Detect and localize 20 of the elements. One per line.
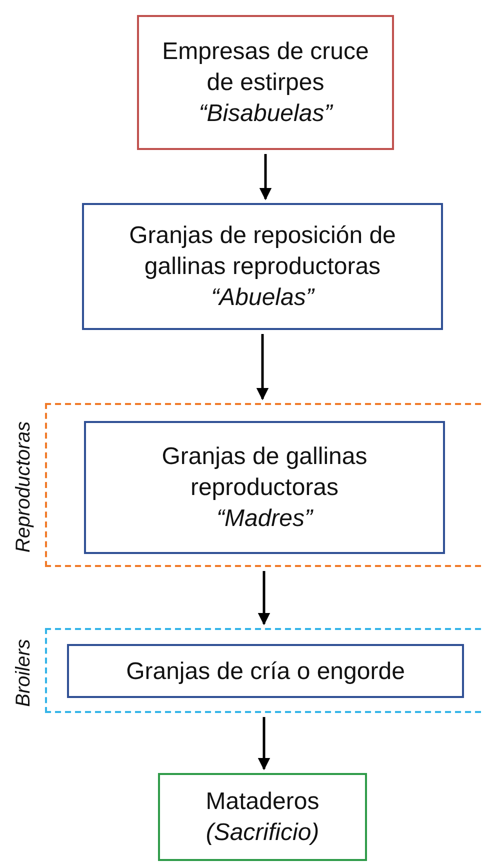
arrow [256,334,269,400]
arrow [259,154,272,200]
box-subtitle: “Abuelas” [211,283,314,313]
arrow [258,571,270,626]
box-title: Empresas de cruce de estirpes [161,37,370,98]
process-box [82,203,443,330]
box-subtitle: “Madres” [216,504,312,534]
group-label: Broilers [12,638,36,706]
process-box [67,644,464,698]
box-title: Mataderos [206,787,320,817]
process-box [137,15,394,150]
box-subtitle: “Bisabuelas” [198,99,332,129]
box-subtitle: (Sacrificio) [206,818,320,848]
arrow [258,717,270,770]
process-box [84,421,445,554]
box-title: Granjas de reposición de gallinas reproductoras [128,221,397,282]
process-box [158,773,367,861]
group-label: Reproductoras [12,421,36,553]
box-title: Granjas de gallinas reproductoras [160,442,368,503]
box-title: Granjas de cría o engorde [126,656,405,686]
